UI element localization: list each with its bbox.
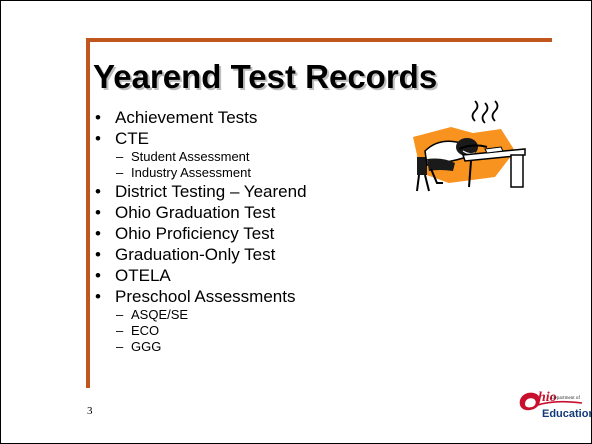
bullet-label: OTELA — [115, 266, 171, 285]
sub-bullet-item: –ASQE/SE — [95, 307, 307, 323]
logo-education-text: Education — [542, 408, 592, 420]
sub-bullet-item: –GGG — [95, 339, 307, 355]
dash-icon: – — [116, 339, 124, 354]
bullet-icon: • — [95, 108, 101, 127]
bullet-label: District Testing – Yearend — [115, 182, 307, 201]
dash-icon: – — [116, 323, 124, 338]
bullet-item: • District Testing – Yearend — [95, 181, 307, 202]
bullet-icon: • — [95, 287, 101, 306]
bullet-label: Graduation-Only Test — [115, 245, 276, 264]
bullet-icon: • — [95, 182, 101, 201]
bullet-icon: • — [95, 245, 101, 264]
bullet-icon: • — [95, 266, 101, 285]
bullet-list: •Achievement Tests •CTE –Student Assessm… — [95, 107, 307, 355]
bullet-item: • Graduation-Only Test — [95, 244, 307, 265]
bullet-icon: • — [95, 203, 101, 222]
sub-bullet-item: –Student Assessment — [95, 149, 307, 165]
bullet-item: • Achievement Tests — [95, 107, 307, 128]
ohio-script-logo-icon: hio — [519, 390, 583, 411]
sub-bullet-label: GGG — [131, 339, 162, 354]
dash-icon: – — [116, 165, 124, 180]
bullet-label: Preschool Assessments — [115, 287, 296, 306]
page-number: 3 — [87, 405, 93, 417]
sub-bullet-item: –Industry Assessment — [95, 165, 307, 181]
dash-icon: – — [116, 307, 124, 322]
sub-bullet-item: –ECO — [95, 323, 307, 339]
bullet-item: • CTE — [95, 128, 307, 149]
sub-bullet-label: Industry Assessment — [131, 165, 251, 180]
logo-department-text: Department of — [551, 396, 581, 401]
dash-icon: – — [116, 149, 124, 164]
sub-bullet-label: Student Assessment — [131, 149, 250, 164]
logo-script-text: hio — [538, 390, 557, 405]
bullet-item: • Ohio Graduation Test — [95, 202, 307, 223]
bullet-item: • Ohio Proficiency Test — [95, 223, 307, 244]
accent-bar-top — [86, 38, 552, 42]
sub-bullet-label: ASQE/SE — [131, 307, 189, 322]
bullet-item: • Preschool Assessments — [95, 286, 307, 307]
bullet-label: Ohio Graduation Test — [115, 203, 276, 222]
tired-student-clipart — [413, 100, 526, 192]
bullet-item: • OTELA — [95, 265, 307, 286]
bullet-label: Ohio Proficiency Test — [115, 224, 275, 243]
bullet-label: CTE — [115, 129, 149, 148]
bullet-icon: • — [95, 224, 101, 243]
ohio-education-logo: hio Department of Education — [516, 381, 592, 425]
accent-bar-left — [86, 38, 90, 388]
sub-bullet-label: ECO — [131, 323, 160, 338]
bullet-icon: • — [95, 129, 101, 148]
slide-title: Yearend Test Records — [93, 58, 438, 95]
bullet-label: Achievement Tests — [115, 108, 258, 127]
